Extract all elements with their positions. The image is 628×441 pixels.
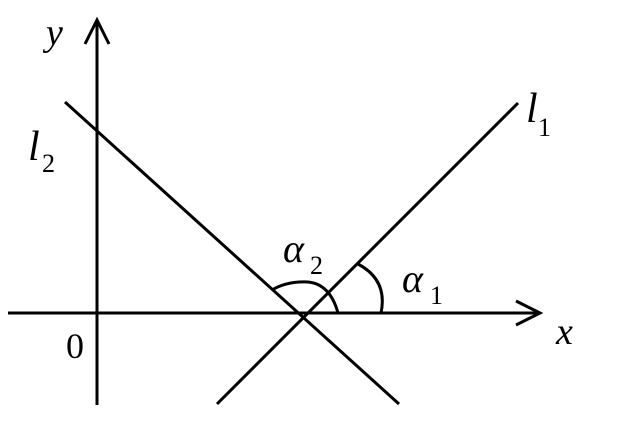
line-l2-label: l [28, 124, 40, 170]
angle-arc-alpha1 [357, 262, 384, 314]
angle-alpha2-label-subscript: 2 [310, 251, 323, 280]
line-l1-label: l [526, 86, 538, 132]
line-l1-label-subscript: 1 [538, 113, 551, 142]
line-l2-label-subscript: 2 [42, 149, 55, 178]
line-l2 [63, 100, 401, 406]
line-l1 [215, 101, 520, 406]
y-axis-label: y [42, 12, 63, 54]
angle-alpha1-label-subscript: 1 [430, 281, 443, 310]
angle-arc-alpha2 [271, 280, 340, 314]
x-axis-arrowhead [515, 299, 544, 327]
angle-alpha2-label: α [283, 226, 305, 271]
angle-alpha1-label: α [402, 256, 424, 301]
origin-label: 0 [66, 326, 84, 366]
x-axis-label: x [555, 311, 573, 353]
y-axis-arrowhead [83, 16, 111, 45]
